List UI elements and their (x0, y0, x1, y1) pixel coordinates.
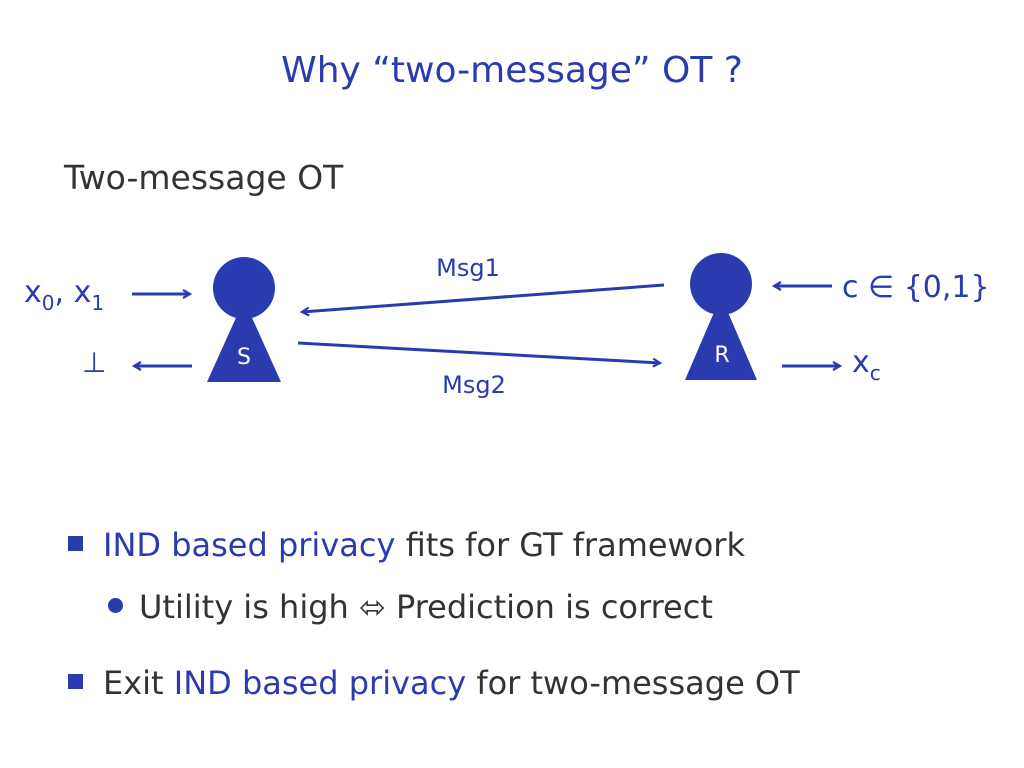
subbullet-utility: Utility is high ⬄ Prediction is correct (108, 588, 713, 626)
round-bullet-icon (108, 598, 123, 613)
bullet-text-start: Exit (103, 664, 174, 702)
receiver-input-label: c ∈ {0,1} (842, 270, 990, 305)
square-bullet-icon (68, 674, 83, 689)
bullet-highlight: IND based privacy (103, 526, 396, 564)
sender-body (207, 300, 281, 382)
slide-title: Why “two-message” OT ? (281, 50, 743, 91)
bullet-text-end: for two-message OT (466, 664, 800, 702)
msg1-arrow (302, 283, 665, 312)
sender-input-label: x0, x1 (24, 275, 104, 315)
receiver-body (685, 296, 757, 380)
msg2-label: Msg2 (442, 371, 506, 399)
bullet-ind-privacy-gt: IND based privacy fits for GT framework (68, 526, 745, 564)
slide-subtitle: Two-message OT (64, 158, 344, 197)
bullet-text: fits for GT framework (395, 526, 745, 564)
msg1-label: Msg1 (436, 254, 500, 282)
msg2-arrow (297, 341, 660, 363)
sender-node: S (207, 257, 281, 382)
receiver-node: R (685, 253, 757, 380)
sender-head (213, 257, 275, 319)
receiver-label: R (714, 343, 729, 368)
receiver-head (690, 253, 752, 315)
subbullet-text: Utility is high ⬄ Prediction is correct (139, 588, 713, 626)
square-bullet-icon (68, 536, 83, 551)
sender-output-label: ⊥ (82, 346, 106, 379)
bullet-highlight: IND based privacy (173, 664, 467, 702)
sender-label: S (237, 345, 251, 370)
bullet-exit-ind-privacy: Exit IND based privacy for two-message O… (68, 664, 800, 702)
receiver-output-label: xc (852, 345, 881, 385)
